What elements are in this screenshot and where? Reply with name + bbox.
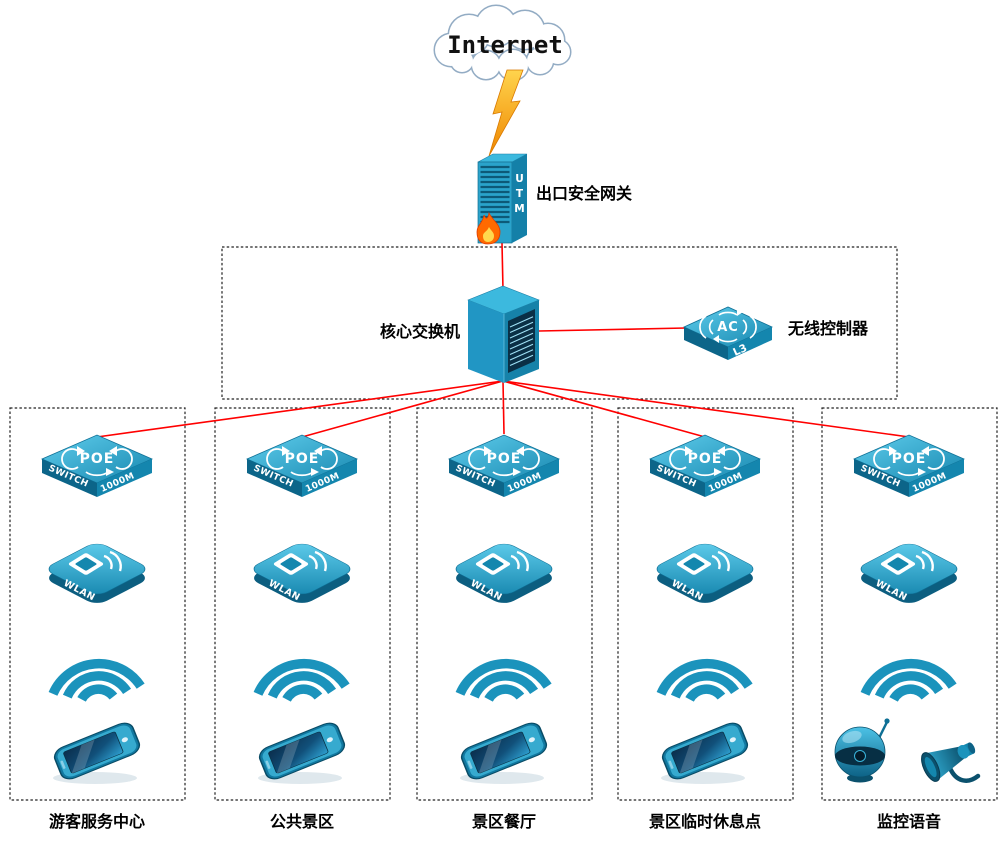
poe-switch-icon	[448, 434, 560, 498]
internet-cloud: Internet	[433, 4, 572, 82]
zone-4: 景区临时休息点	[649, 434, 761, 831]
zone-label-4: 景区临时休息点	[649, 812, 761, 831]
core-switch-device	[467, 285, 540, 383]
link-core-zone-2	[301, 380, 504, 438]
wlan-ap-icon	[449, 539, 559, 608]
wireless-controller-device: AC L3	[683, 306, 773, 360]
wifi-signal-icon	[863, 660, 954, 702]
smartphone-icon	[659, 719, 751, 785]
wifi-signal-icon	[458, 660, 549, 702]
link-core-ac	[538, 327, 687, 332]
speaker-icon	[918, 733, 981, 784]
poe-switch-icon	[853, 434, 965, 498]
zone-label-2: 公共景区	[270, 812, 334, 831]
zone-label-1: 游客服务中心	[49, 812, 145, 831]
zone-box-2	[214, 407, 391, 801]
gateway-label: 出口安全网关	[536, 184, 632, 203]
wlan-ap-icon	[247, 539, 357, 608]
link-core-zone-4	[502, 380, 706, 438]
zone-box-3	[416, 407, 593, 801]
zone-label-5: 监控语音	[877, 812, 941, 831]
zone-5: 监控语音	[833, 434, 981, 831]
zone-2: 公共景区	[246, 434, 358, 831]
lightning-bolt-icon	[488, 69, 524, 157]
core-switch-label: 核心交换机	[380, 322, 460, 341]
link-core-zone-1	[96, 380, 504, 438]
smartphone-icon	[51, 719, 143, 785]
wifi-signal-icon	[256, 660, 347, 702]
utm-letter-m: M	[514, 203, 524, 215]
wifi-signal-icon	[659, 660, 750, 702]
wlan-ap-icon	[42, 539, 152, 608]
network-links	[96, 242, 910, 438]
zone-box-1	[9, 407, 186, 801]
link-gateway-core	[501, 242, 504, 291]
poe-switch-icon	[246, 434, 358, 498]
wlan-ap-icon	[854, 539, 964, 608]
utm-gateway-device: U T M	[476, 153, 528, 245]
poe-switch-icon	[41, 434, 153, 498]
zone-3: 景区餐厅	[448, 434, 560, 831]
zone-1: 游客服务中心	[41, 434, 153, 831]
zone-box-4	[617, 407, 794, 801]
internet-label: Internet	[447, 31, 563, 59]
zone-label-3: 景区餐厅	[472, 812, 536, 831]
smartphone-icon	[458, 719, 550, 785]
utm-letter-u: U	[515, 173, 524, 185]
vent-lines	[480, 165, 510, 224]
rack-slot-lines	[509, 316, 534, 367]
camera-icon	[833, 717, 891, 784]
poe-switch-icon	[649, 434, 761, 498]
ac-signal-arcs-icon	[699, 311, 757, 343]
utm-letter-t: T	[516, 188, 524, 200]
wlan-ap-icon	[650, 539, 760, 608]
ac-chip-label: AC	[717, 320, 739, 335]
zone-box-5	[821, 407, 998, 801]
link-core-zone-5	[502, 380, 910, 438]
wireless-controller-label: 无线控制器	[787, 319, 869, 338]
wifi-signal-icon	[51, 660, 142, 702]
smartphone-icon	[256, 719, 348, 785]
ac-l3-label: L3	[731, 342, 749, 359]
link-core-zone-3	[502, 380, 505, 435]
